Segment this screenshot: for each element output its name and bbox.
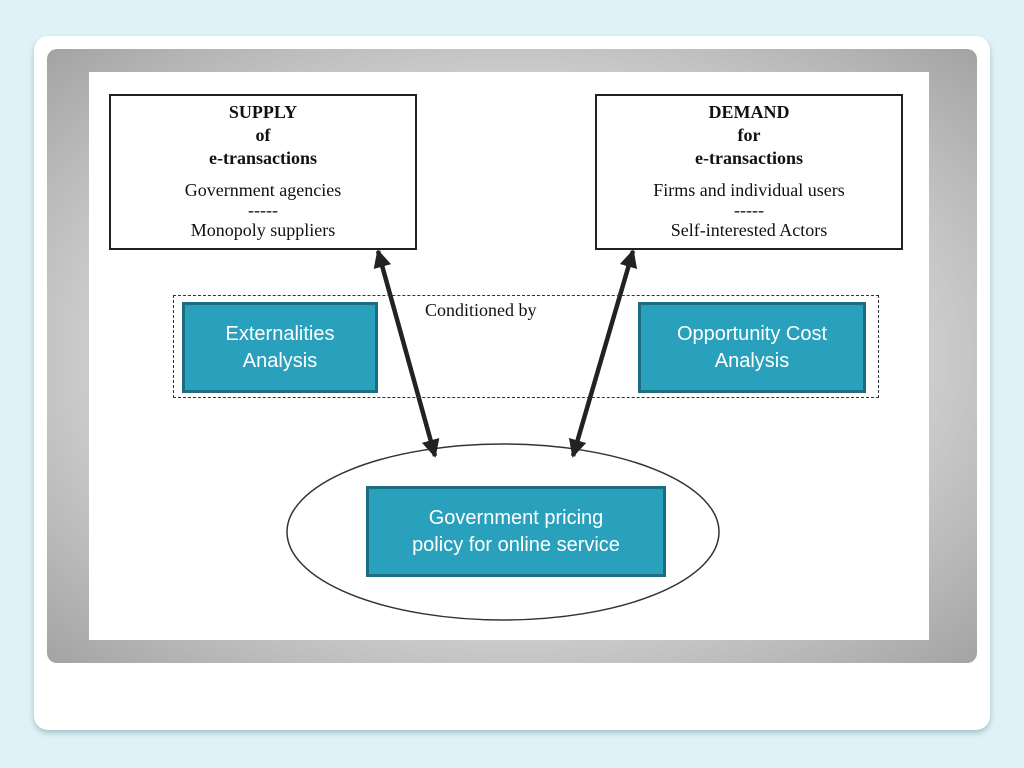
conditioned-by-label: Conditioned by [425,300,537,320]
demand-title: DEMAND [708,102,790,122]
diagram-canvas: SUPPLY of e-transactions Government agen… [89,72,929,640]
demand-role: Self-interested Actors [670,220,828,240]
opportunity-cost-analysis-box: Opportunity Cost Analysis [638,302,866,393]
picture-frame: SUPPLY of e-transactions Government agen… [47,49,977,663]
supply-box: SUPPLY of e-transactions Government agen… [109,94,417,250]
externalities-line2: Analysis [242,349,318,372]
slide: SUPPLY of e-transactions Government agen… [34,36,990,730]
supply-role: Monopoly suppliers [190,220,336,240]
demand-subject: e-transactions [695,148,803,168]
opportunity-line1: Opportunity Cost [676,322,828,345]
supply-of: of [255,125,271,145]
opportunity-line2: Analysis [714,349,790,372]
conditioned-region [173,295,879,398]
supply-title: SUPPLY [228,102,298,122]
externalities-line1: Externalities [225,322,335,345]
demand-box: DEMAND for e-transactions Firms and indi… [595,94,903,250]
demand-policy-arrow [568,249,638,458]
policy-line2: policy for online service [412,533,620,556]
policy-line1: Government pricing [428,506,604,529]
government-pricing-policy-box: Government pricing policy for online ser… [366,486,666,577]
demand-for: for [737,125,761,145]
supply-separator: ----- [248,200,278,220]
supply-actor: Government agencies [184,180,342,200]
demand-separator: ----- [734,200,764,220]
supply-policy-arrow [373,249,440,458]
supply-subject: e-transactions [209,148,317,168]
demand-actor: Firms and individual users [653,180,845,200]
externalities-analysis-box: Externalities Analysis [182,302,378,393]
